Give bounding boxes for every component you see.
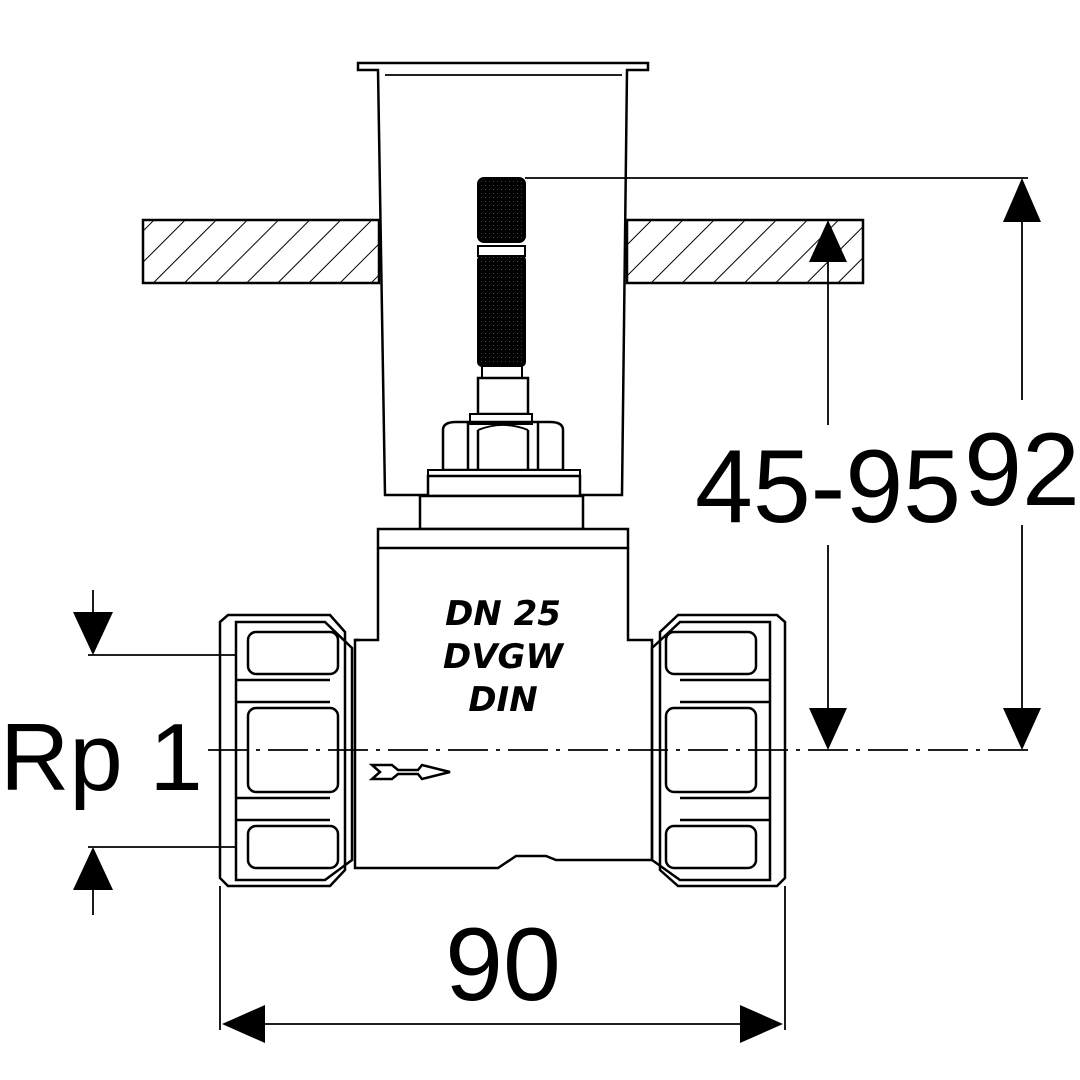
dimension-height: 92	[525, 177, 1080, 750]
wall-section-left	[141, 218, 381, 285]
dimension-height-label: 92	[964, 412, 1080, 528]
dimension-thread: Rp 1	[0, 590, 236, 915]
flow-arrow-icon	[368, 763, 451, 781]
dimension-length-label: 90	[445, 907, 561, 1023]
spindle	[469, 177, 533, 425]
extension-sleeve	[356, 61, 650, 497]
dimension-length: 90	[219, 886, 786, 1043]
valve-body	[353, 548, 654, 870]
hex-nut	[426, 420, 582, 498]
body-markings: DN 25 DVGW DIN	[443, 594, 564, 720]
marking-dn: DN 25	[445, 594, 561, 634]
dimension-wall-range: 45-95	[695, 220, 961, 750]
bonnet	[376, 494, 630, 550]
dimension-thread-label: Rp 1	[0, 704, 203, 811]
dimension-wall-range-label: 45-95	[695, 429, 961, 545]
marking-din: DIN	[468, 680, 537, 720]
marking-dvgw: DVGW	[443, 637, 564, 677]
